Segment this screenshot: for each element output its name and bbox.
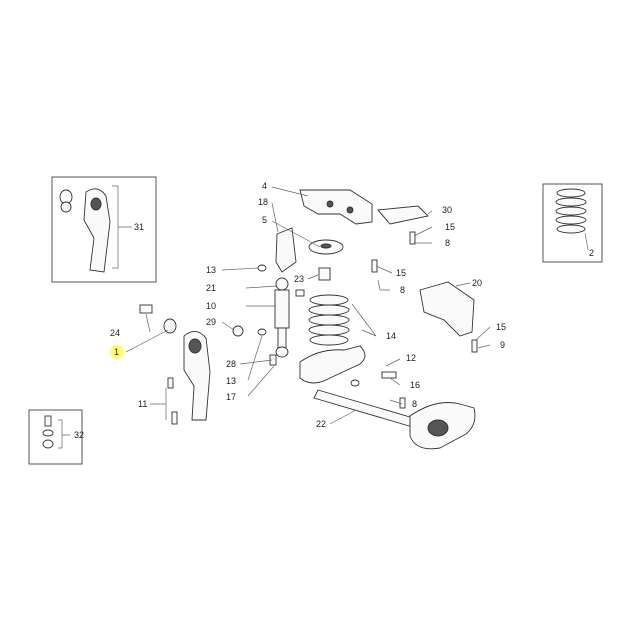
bracket-plate-part	[377, 205, 429, 225]
pin-part	[139, 304, 153, 314]
callout-label: 20	[472, 278, 482, 288]
shock-body-part	[274, 289, 290, 329]
inset-box-lever	[51, 176, 157, 283]
highlight-marker	[110, 345, 124, 359]
bolt-part	[44, 415, 52, 427]
upper-bracket-assembly	[299, 189, 429, 225]
callout-label: 11	[138, 399, 147, 409]
callout-label: 31	[134, 222, 144, 232]
callout-label: 9	[500, 340, 505, 350]
callout-label: 4	[262, 181, 267, 191]
callout-label: 2	[589, 248, 594, 258]
leader-line	[112, 185, 132, 269]
callout-label: 24	[110, 328, 120, 338]
axle-beam	[299, 345, 476, 450]
callout-label: 14	[386, 331, 396, 341]
callout-label: 5	[262, 215, 267, 225]
leader-line	[584, 232, 589, 251]
inset-box-spring	[542, 183, 603, 263]
axle-rod-part	[313, 389, 421, 429]
washer-part	[42, 429, 54, 437]
coil-spring-small	[555, 188, 587, 234]
callout-label: 29	[206, 317, 216, 327]
mount-bracket-part	[275, 227, 297, 273]
callout-label: 8	[400, 285, 405, 295]
callout-label: 1	[114, 347, 119, 357]
callout-label: 15	[396, 268, 406, 278]
callout-label: 18	[258, 197, 268, 207]
leader-line	[58, 419, 70, 449]
callout-label: 8	[412, 399, 417, 409]
lever-arm-part	[183, 331, 211, 421]
inset-frame-32	[28, 409, 83, 465]
shock-absorber	[274, 277, 290, 358]
callout-label: 13	[226, 376, 236, 386]
lever-arm-bore	[90, 197, 102, 211]
callout-label: 15	[496, 322, 506, 332]
callout-label: 30	[442, 205, 452, 215]
callout-label: 10	[206, 301, 216, 311]
nut-part	[42, 439, 54, 449]
callout-label: 12	[406, 353, 416, 363]
callout-label: 28	[226, 359, 236, 369]
side-bracket-part	[419, 281, 475, 337]
bump-stop-part	[318, 267, 331, 281]
bushing-part	[60, 201, 72, 213]
inset-box-fasteners	[28, 409, 83, 465]
callout-label: 17	[226, 392, 236, 402]
callout-label: 15	[445, 222, 455, 232]
coil-spring-main	[308, 294, 350, 346]
callout-label: 8	[445, 238, 450, 248]
small-fasteners	[167, 231, 478, 425]
bushing-part	[163, 318, 177, 334]
callout-label: 16	[410, 380, 420, 390]
lever-arm-main	[139, 304, 211, 421]
upper-bracket-part	[299, 189, 373, 225]
lever-arm-part	[83, 188, 111, 273]
leader-lines	[125, 186, 491, 425]
callout-label: 32	[74, 430, 84, 440]
callout-label: 13	[206, 265, 216, 275]
callout-label: 23	[294, 274, 304, 284]
callout-label: 21	[206, 283, 216, 293]
callout-label: 22	[316, 419, 326, 429]
callout-labels: 1 2 4 5 8 8 8 9 10 11 12 13 13 14 15 15 …	[74, 181, 594, 440]
axle-clamp-part	[299, 345, 366, 384]
